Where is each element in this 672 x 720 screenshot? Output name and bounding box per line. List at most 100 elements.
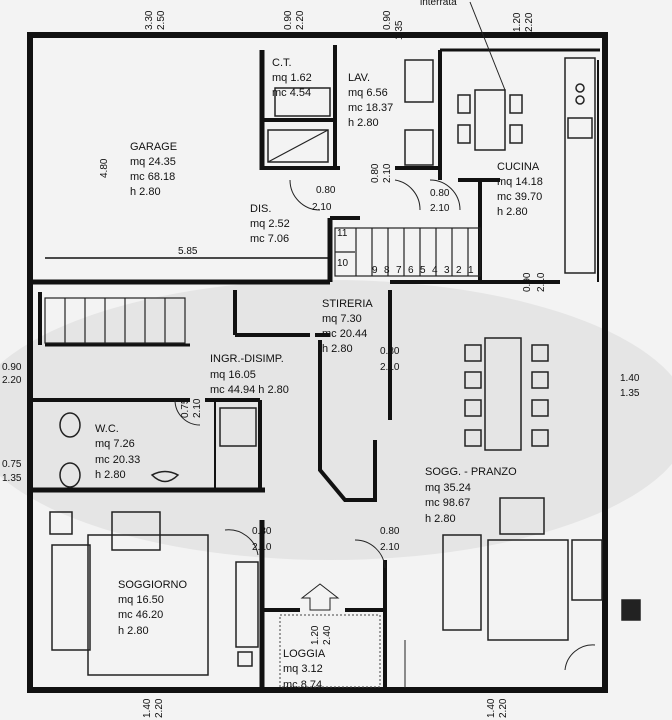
svg-text:2.10: 2.10 (430, 203, 450, 214)
svg-text:mq 35.24: mq 35.24 (425, 482, 471, 494)
svg-text:C.T.: C.T. (272, 57, 292, 69)
svg-text:mc 98.67: mc 98.67 (425, 497, 470, 509)
interrata-label: interrata (420, 0, 457, 8)
stair-step-number: 5 (420, 265, 426, 276)
svg-text:0.90: 0.90 (283, 10, 294, 30)
svg-text:2.10: 2.10 (382, 163, 393, 183)
svg-text:LOGGIA: LOGGIA (283, 648, 326, 660)
svg-text:mc 68.18: mc 68.18 (130, 171, 175, 183)
dimension-labels: 3.30 2.50 0.90 2.20 0.90 1.35 1.20 2.20 … (2, 10, 640, 718)
svg-text:mq 14.18: mq 14.18 (497, 176, 543, 188)
svg-text:SOGG. - PRANZO: SOGG. - PRANZO (425, 466, 517, 478)
svg-text:2.10: 2.10 (312, 202, 332, 213)
svg-text:mc 46.20: mc 46.20 (118, 609, 163, 621)
svg-text:mc 8.74: mc 8.74 (283, 679, 322, 691)
svg-text:h 2.80: h 2.80 (497, 206, 528, 218)
stair-step-number: 1 (468, 265, 474, 276)
svg-text:mq 2.52: mq 2.52 (250, 218, 290, 230)
svg-text:mc 4.54: mc 4.54 (272, 87, 311, 99)
svg-text:1.35: 1.35 (394, 20, 405, 40)
room-label-soggiorno: SOGGIORNO mq 16.50 mc 46.20 h 2.80 (118, 579, 188, 637)
room-label-dis: DIS. mq 2.52 mc 7.06 (250, 203, 290, 245)
svg-text:mc 44.94 h 2.80: mc 44.94 h 2.80 (210, 384, 289, 396)
room-label-lav: LAV. mq 6.56 mc 18.37 h 2.80 (348, 72, 393, 129)
svg-text:1.20: 1.20 (310, 625, 321, 645)
svg-text:0.90: 0.90 (382, 10, 393, 30)
svg-text:1.40: 1.40 (620, 373, 640, 384)
svg-text:W.C.: W.C. (95, 423, 119, 435)
section-line (469, 1, 506, 91)
svg-text:0.80: 0.80 (370, 163, 381, 183)
svg-text:0.80: 0.80 (430, 188, 450, 199)
svg-text:h 2.80: h 2.80 (425, 513, 456, 525)
svg-text:0.75: 0.75 (2, 459, 22, 470)
svg-text:0.90: 0.90 (2, 362, 22, 373)
svg-text:2.20: 2.20 (295, 10, 306, 30)
svg-text:SOGGIORNO: SOGGIORNO (118, 579, 188, 591)
svg-text:h 2.80: h 2.80 (95, 469, 126, 481)
svg-text:h 2.80: h 2.80 (130, 186, 161, 198)
svg-text:2.20: 2.20 (498, 698, 509, 718)
svg-text:mc 20.44: mc 20.44 (322, 328, 367, 340)
svg-text:h 2.80: h 2.80 (118, 625, 149, 637)
svg-text:0.90: 0.90 (522, 272, 533, 292)
svg-text:2.20: 2.20 (524, 12, 535, 32)
svg-text:mc 39.70: mc 39.70 (497, 191, 542, 203)
furniture (49, 57, 641, 688)
svg-text:mq 16.05: mq 16.05 (210, 369, 256, 381)
svg-text:1.20: 1.20 (512, 12, 523, 32)
svg-text:0.80: 0.80 (380, 526, 400, 537)
svg-text:2.10: 2.10 (380, 362, 400, 373)
svg-text:5.85: 5.85 (178, 246, 198, 257)
svg-text:h 2.80: h 2.80 (348, 117, 379, 129)
stair-step-number: 3 (444, 265, 450, 276)
svg-text:INGR.-DISIMP.: INGR.-DISIMP. (210, 353, 284, 365)
svg-text:2.20: 2.20 (154, 698, 165, 718)
svg-text:1.35: 1.35 (2, 473, 22, 484)
stair-step-number: 4 (432, 265, 438, 276)
room-label-ingresso: INGR.-DISIMP. mq 16.05 mc 44.94 h 2.80 (210, 353, 289, 396)
door-swings (174, 179, 596, 688)
svg-text:DIS.: DIS. (250, 203, 271, 215)
svg-text:STIRERIA: STIRERIA (322, 298, 373, 310)
room-label-loggia: LOGGIA mq 3.12 mc 8.74 (283, 648, 326, 691)
outer-walls (27, 32, 608, 693)
svg-text:2.50: 2.50 (156, 10, 167, 30)
room-label-cucina: CUCINA mq 14.18 mc 39.70 h 2.80 (497, 161, 543, 218)
stair-step-number: 9 (372, 265, 378, 276)
svg-text:mq 16.50: mq 16.50 (118, 594, 164, 606)
svg-text:11: 11 (337, 228, 348, 239)
svg-text:10: 10 (337, 258, 349, 269)
interior-walls (30, 45, 600, 690)
svg-text:2.10: 2.10 (536, 272, 547, 292)
svg-text:mq 1.62: mq 1.62 (272, 72, 312, 84)
stair-step-number: 8 (384, 265, 390, 276)
svg-text:mq 7.26: mq 7.26 (95, 438, 135, 450)
svg-text:mc 7.06: mc 7.06 (250, 233, 289, 245)
svg-text:mq 24.35: mq 24.35 (130, 156, 176, 168)
room-label-wc: W.C. mq 7.26 mc 20.33 h 2.80 (95, 423, 140, 481)
room-label-sogg-pranzo: SOGG. - PRANZO mq 35.24 mc 98.67 h 2.80 (425, 466, 517, 525)
svg-text:1.40: 1.40 (142, 698, 153, 718)
svg-text:2.10: 2.10 (192, 398, 203, 418)
svg-text:0.80: 0.80 (252, 526, 272, 537)
svg-text:3.30: 3.30 (144, 10, 155, 30)
svg-text:2.10: 2.10 (380, 542, 400, 553)
svg-text:CUCINA: CUCINA (497, 161, 540, 173)
svg-text:0.80: 0.80 (316, 185, 336, 196)
svg-text:1.40: 1.40 (486, 698, 497, 718)
room-label-garage: GARAGE mq 24.35 mc 68.18 h 2.80 (130, 141, 177, 198)
svg-text:0.75: 0.75 (180, 398, 191, 418)
svg-text:4.80: 4.80 (99, 158, 110, 178)
stairs (44, 227, 481, 344)
stair-step-number: 2 (456, 265, 462, 276)
room-label-ct: C.T. mq 1.62 mc 4.54 (272, 57, 312, 99)
svg-text:mq 7.30: mq 7.30 (322, 313, 362, 325)
svg-text:mc 18.37: mc 18.37 (348, 102, 393, 114)
svg-text:2.40: 2.40 (322, 625, 333, 645)
room-label-stireria: STIRERIA mq 7.30 mc 20.44 h 2.80 (322, 298, 373, 355)
stair-step-number: 7 (396, 265, 402, 276)
svg-text:0.80: 0.80 (380, 346, 400, 357)
